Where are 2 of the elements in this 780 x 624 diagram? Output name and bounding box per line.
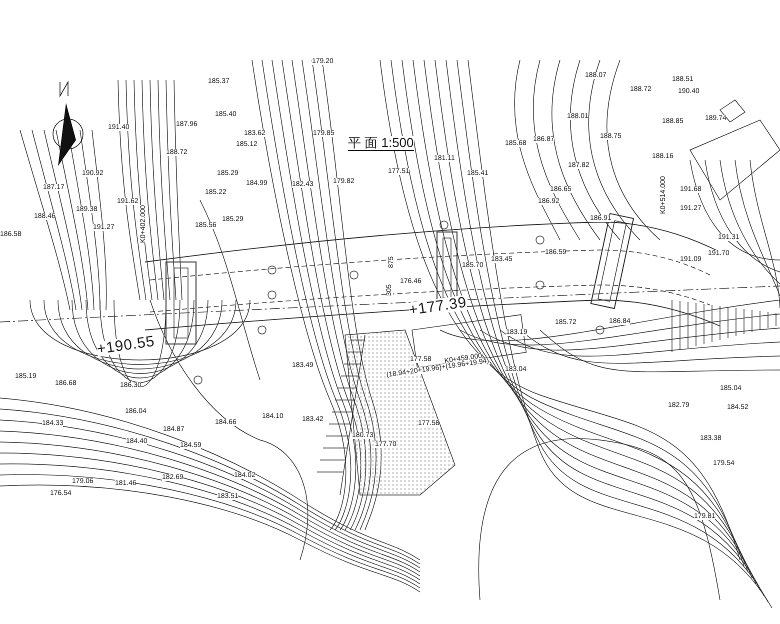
drawing-title: 平 面 1:500 (348, 136, 414, 152)
elevation-label: +190.55 (96, 334, 156, 357)
